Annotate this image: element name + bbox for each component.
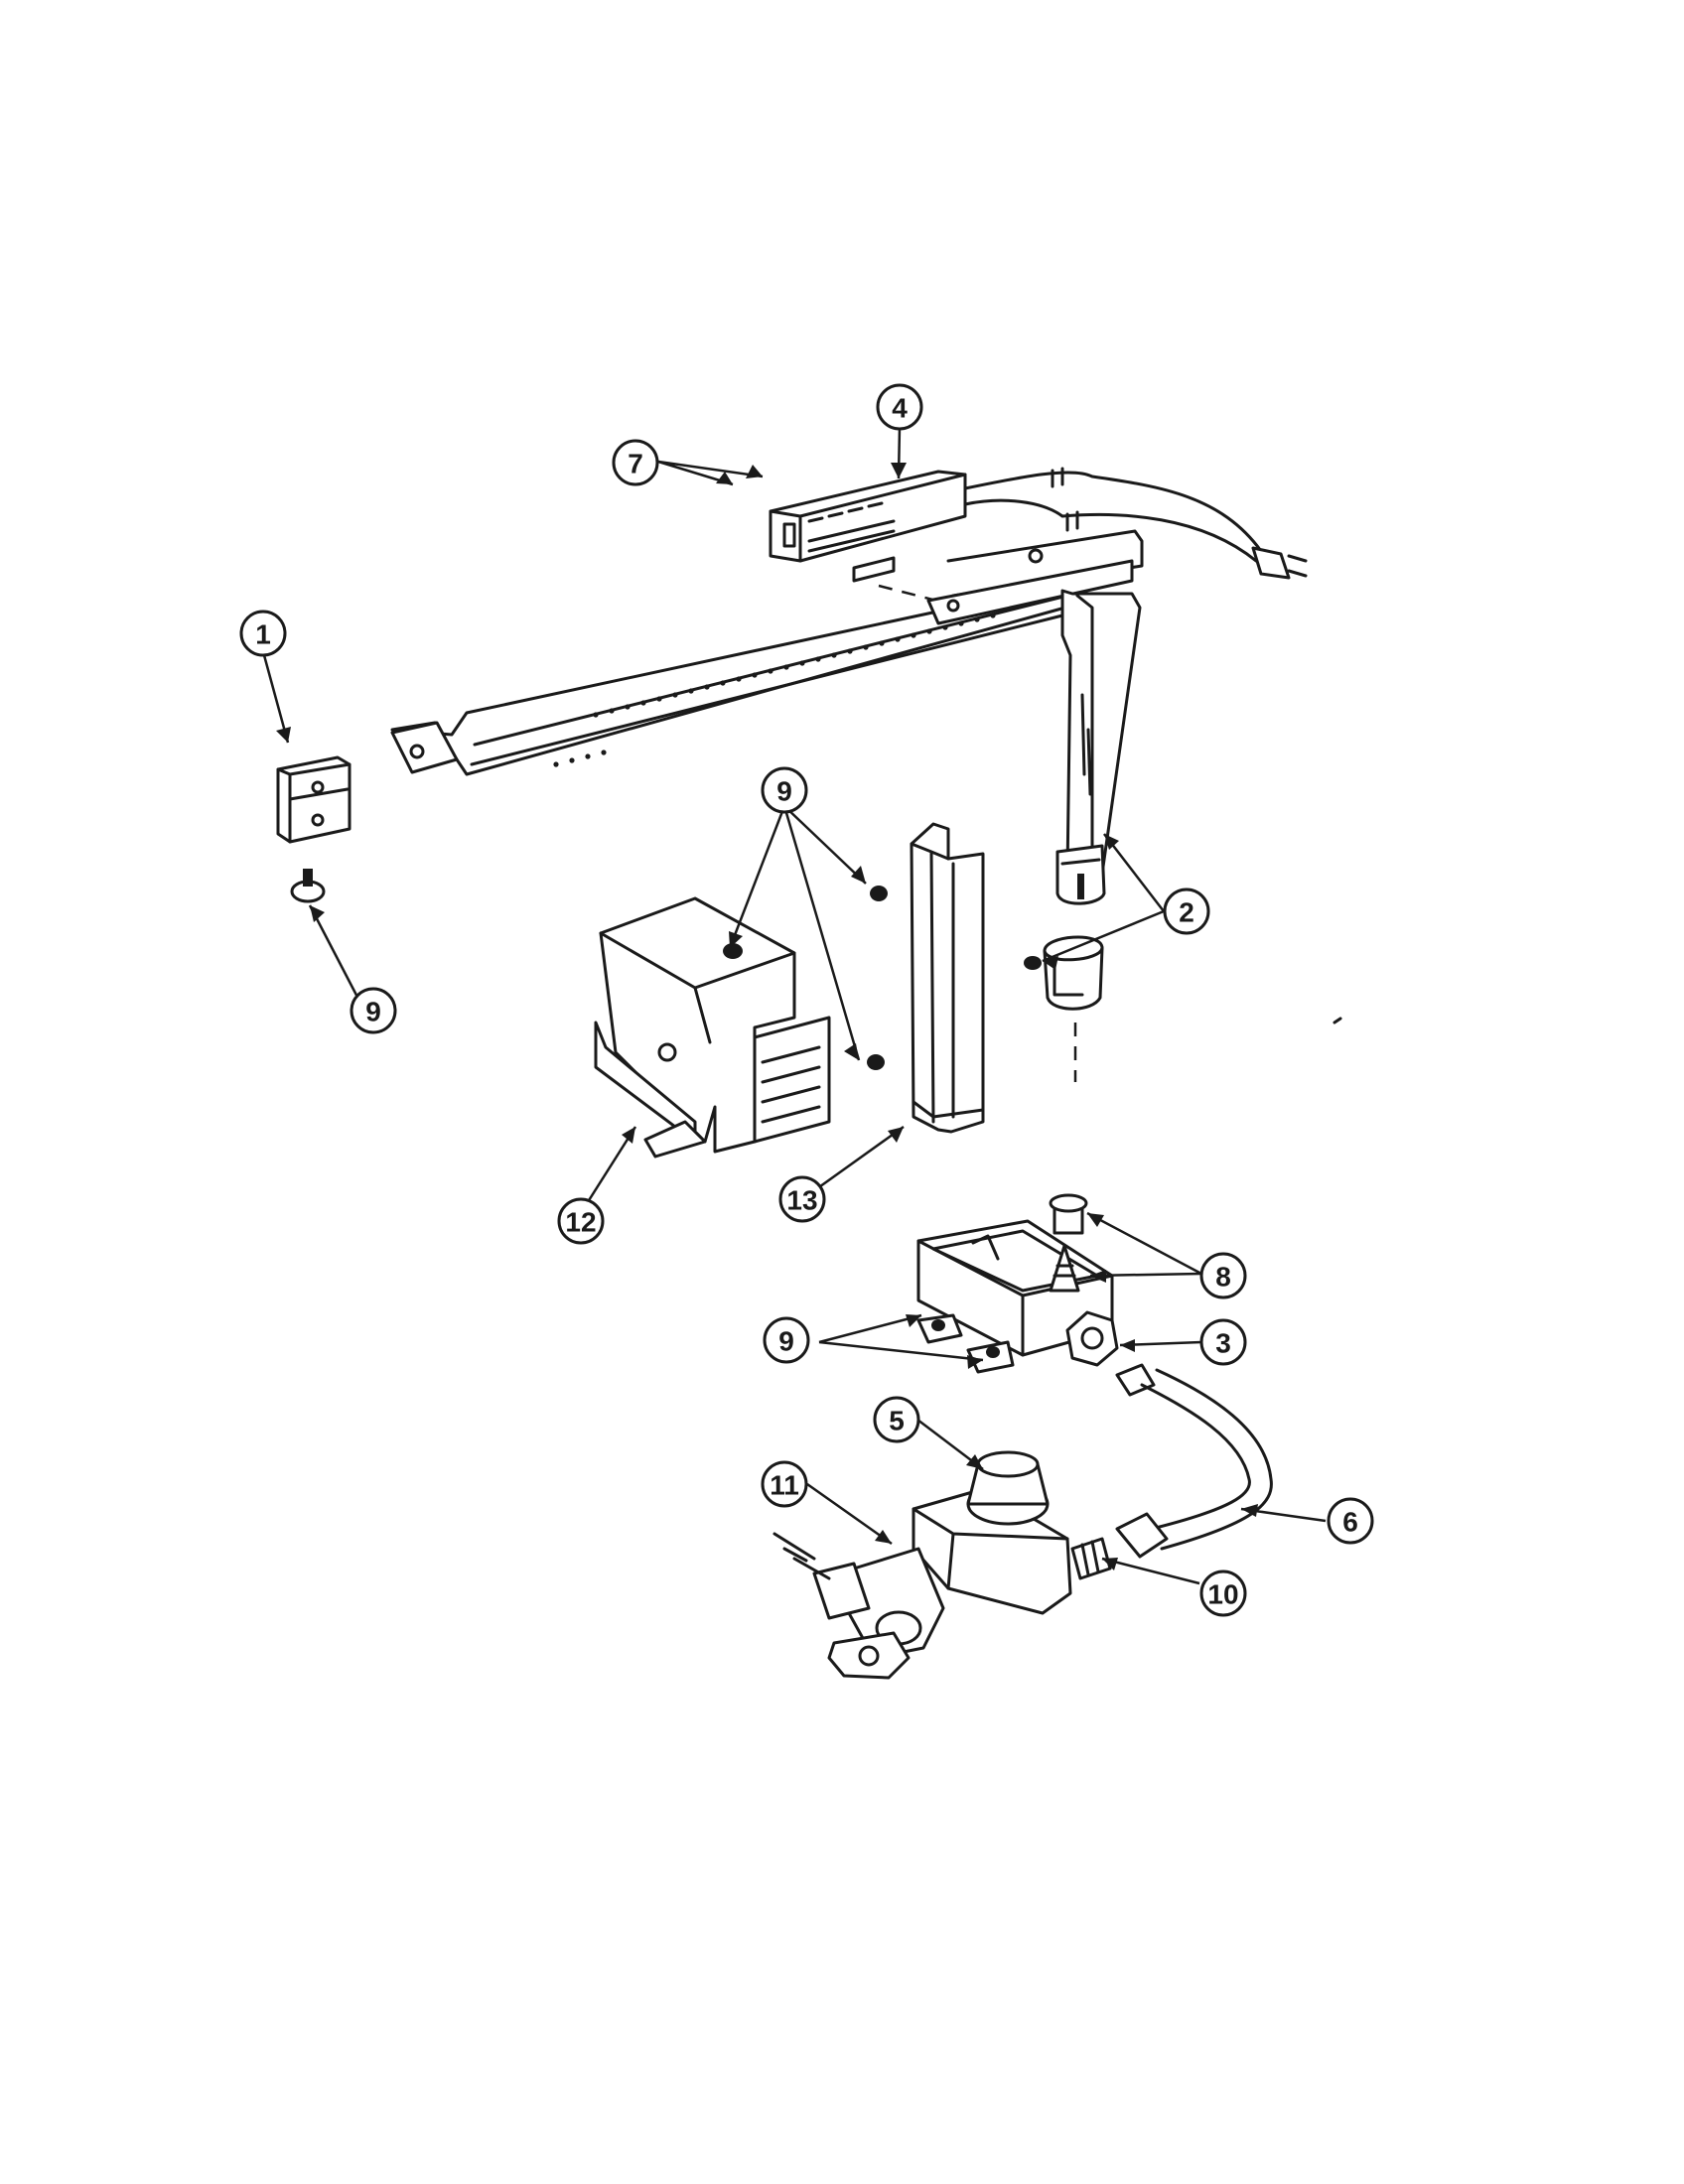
callout-label: 3: [1215, 1328, 1231, 1359]
callout-8: 8: [1199, 1252, 1247, 1299]
callout-5: 5: [873, 1396, 920, 1443]
gas-tube-part: [1115, 1363, 1273, 1559]
gas-valve-part: [772, 1450, 1112, 1680]
leader-lines: [262, 426, 1327, 1585]
support-channel-part: [867, 822, 985, 1134]
callout-6: 6: [1327, 1497, 1374, 1545]
callout-label: 8: [1215, 1262, 1231, 1293]
callout-1: 1: [239, 610, 287, 657]
screw-part: [290, 869, 326, 903]
heat-shield-part: [594, 896, 831, 1159]
orifice-holder-part: [1024, 844, 1106, 1082]
igniter-part: [769, 467, 1308, 598]
callout-label: 1: [255, 619, 271, 650]
callout-9: 9: [763, 1316, 810, 1364]
callout-label: 5: [889, 1406, 905, 1436]
callout-label: 9: [365, 997, 381, 1027]
callout-9: 9: [761, 766, 808, 814]
callout-2: 2: [1163, 887, 1210, 935]
callout-label: 9: [776, 776, 792, 807]
speck-mark: [1333, 1017, 1342, 1024]
callout-9: 9: [350, 987, 397, 1034]
callout-label: 2: [1179, 897, 1194, 928]
callout-label: 11: [770, 1470, 799, 1501]
callout-label: 13: [786, 1185, 817, 1216]
valve-block-part: [916, 1193, 1119, 1374]
callout-4: 4: [876, 383, 923, 431]
callout-label: 6: [1342, 1507, 1358, 1538]
callout-label: 4: [892, 393, 908, 424]
burner-bracket-part: [276, 755, 351, 844]
callout-10: 10: [1199, 1570, 1247, 1617]
callout-3: 3: [1199, 1318, 1247, 1366]
callout-label: 7: [628, 449, 643, 479]
callout-label: 12: [565, 1207, 596, 1238]
callout-label: 10: [1207, 1579, 1238, 1610]
leader-arrowheads: [276, 463, 1258, 1570]
burner-tube-part: [390, 559, 1142, 876]
callout-12: 12: [557, 1197, 605, 1245]
callout-11: 11: [761, 1460, 808, 1508]
callout-label: 9: [778, 1326, 794, 1357]
callout-13: 13: [778, 1175, 826, 1223]
callout-7: 7: [612, 439, 659, 486]
